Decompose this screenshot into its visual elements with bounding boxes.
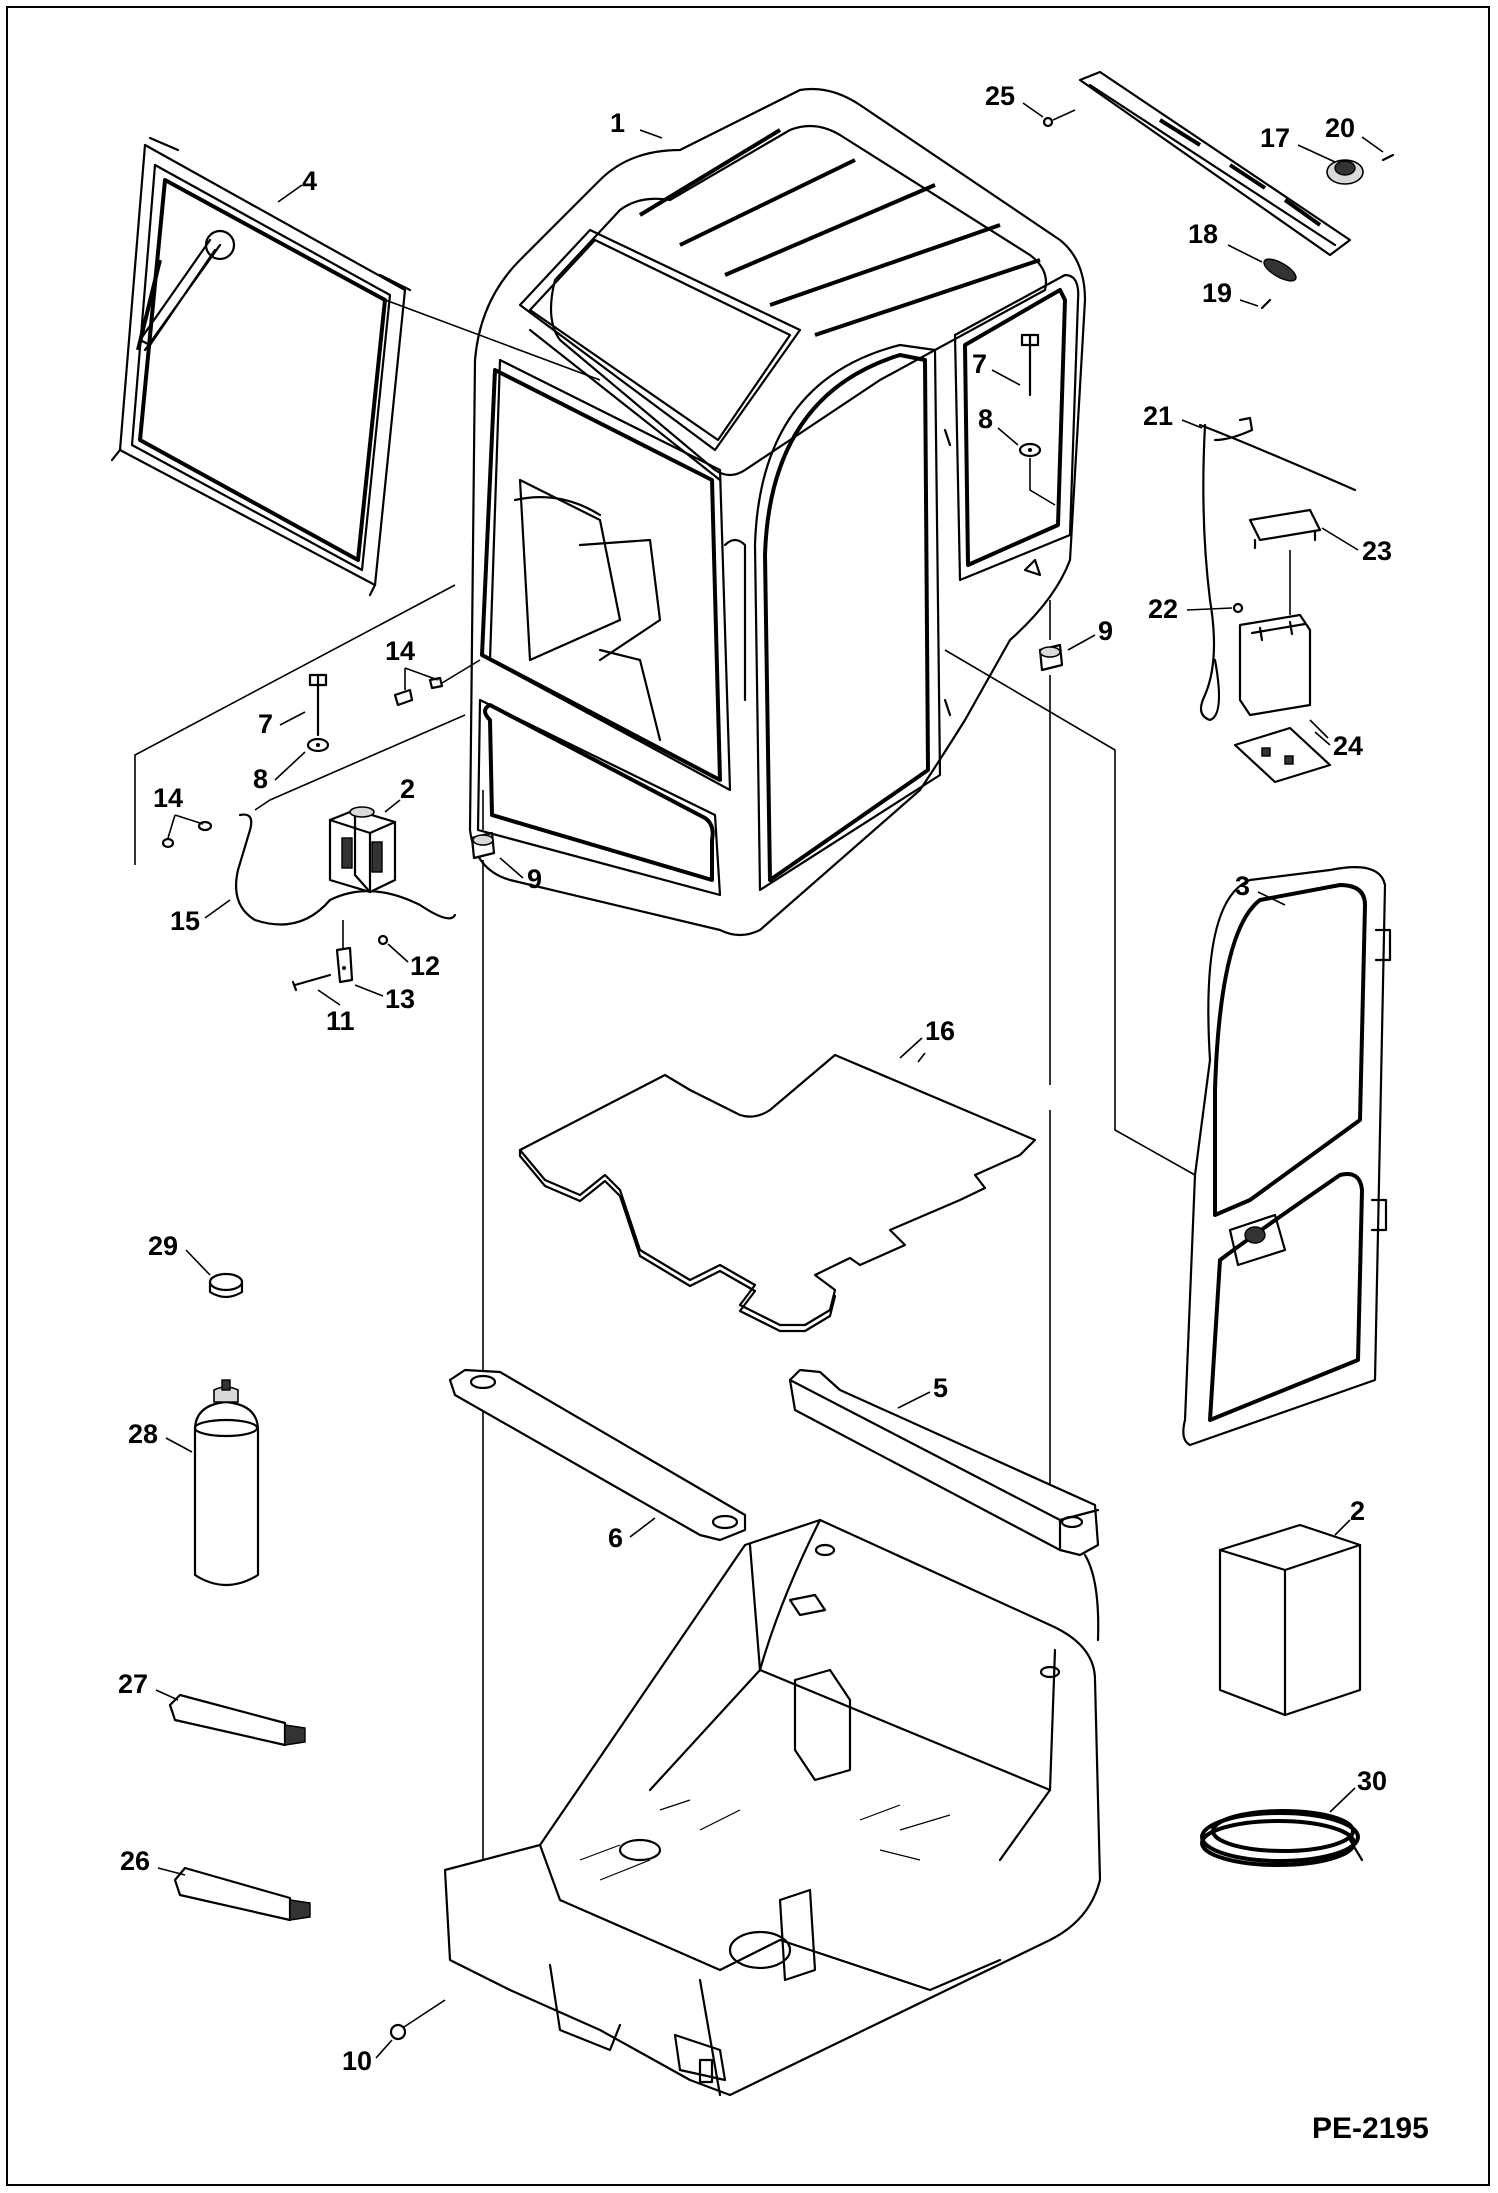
- right-mount-rail-part[interactable]: [788, 1368, 1100, 1557]
- callout-4: 4: [302, 166, 317, 196]
- callout-2: 2: [400, 774, 415, 804]
- washer-nozzle-lower-part[interactable]: [161, 820, 213, 849]
- callout-29: 29: [148, 1231, 178, 1261]
- cab-part[interactable]: [468, 87, 1087, 937]
- holder-cover-part[interactable]: [1248, 508, 1322, 550]
- left-washer-part[interactable]: [306, 737, 330, 753]
- adhesive-tube-lower-part[interactable]: [173, 1866, 311, 1922]
- left-mount-rail-part[interactable]: [448, 1368, 747, 1542]
- callout-24: 24: [1333, 731, 1363, 761]
- dome-light-part[interactable]: [1326, 159, 1364, 185]
- callout-9: 9: [1098, 616, 1113, 646]
- callout-14: 14: [153, 783, 183, 813]
- callout-12: 12: [410, 951, 440, 981]
- floor-mat-part[interactable]: [518, 1052, 1037, 1333]
- callout-27: 27: [118, 1669, 148, 1699]
- washer-reservoir-box-part[interactable]: [1218, 1523, 1362, 1717]
- cab-washer-part[interactable]: [1018, 442, 1056, 506]
- callout-28: 28: [128, 1419, 158, 1449]
- washer-nozzle-upper-part[interactable]: [393, 659, 481, 707]
- callout-labels: 1 2 2 3 4 5 6 7 7 8 8 9 9 10 11 12 13: [118, 81, 1392, 2076]
- upper-frame-structure: [443, 1518, 1102, 2097]
- cab-mount-right-part[interactable]: [1038, 643, 1064, 672]
- cab-bolt-part[interactable]: [1020, 333, 1040, 397]
- callout-23: 23: [1362, 536, 1392, 566]
- cab-mount-left-part[interactable]: [470, 831, 496, 860]
- washer-reservoir-part[interactable]: [328, 806, 397, 894]
- callout-15: 15: [170, 906, 200, 936]
- top-trim-bar-part[interactable]: [1078, 70, 1352, 257]
- reservoir-bracket-part[interactable]: [335, 920, 354, 984]
- callout-19: 19: [1202, 278, 1232, 308]
- callout-25: 25: [985, 81, 1015, 111]
- callout-16: 16: [925, 1016, 955, 1046]
- callout-26: 26: [120, 1846, 150, 1876]
- dome-light-screw-part[interactable]: [1381, 153, 1395, 162]
- callout-13: 13: [385, 984, 415, 1014]
- callout-7: 7: [258, 709, 273, 739]
- callout-30: 30: [1357, 1766, 1387, 1796]
- callout-7: 7: [972, 349, 987, 379]
- callout-5: 5: [933, 1373, 948, 1403]
- callout-21: 21: [1143, 401, 1173, 431]
- trim-screw-part[interactable]: [1042, 109, 1076, 128]
- bracket-screw-part[interactable]: [291, 973, 332, 992]
- holder-screw-part[interactable]: [1232, 602, 1244, 614]
- callout-3: 3: [1235, 871, 1250, 901]
- antenna-cable-part[interactable]: [1198, 416, 1357, 722]
- callout-9: 9: [527, 864, 542, 894]
- spray-can-part[interactable]: [193, 1379, 260, 1586]
- callout-2: 2: [1350, 1496, 1365, 1526]
- diagram-id: PE-2195: [1312, 2112, 1429, 2145]
- callout-17: 17: [1260, 123, 1290, 153]
- callout-8: 8: [253, 764, 268, 794]
- left-bolt-part[interactable]: [308, 673, 328, 737]
- callout-22: 22: [1148, 594, 1178, 624]
- seal-hose-part[interactable]: [1200, 1809, 1364, 1867]
- adhesive-tube-upper-part[interactable]: [168, 1693, 306, 1747]
- lens-screw-part[interactable]: [1260, 298, 1272, 310]
- callout-11: 11: [326, 1006, 355, 1036]
- light-lens-part[interactable]: [1261, 255, 1299, 285]
- callout-8: 8: [978, 404, 993, 434]
- callout-10: 10: [342, 2046, 372, 2076]
- cap-part[interactable]: [208, 1272, 244, 1299]
- callout-20: 20: [1325, 113, 1355, 143]
- holder-base-plate-part[interactable]: [1233, 719, 1332, 784]
- storage-holder-part[interactable]: [1238, 550, 1312, 717]
- callout-6: 6: [608, 1523, 623, 1553]
- callout-1: 1: [610, 108, 625, 138]
- callout-18: 18: [1188, 219, 1218, 249]
- callout-14: 14: [385, 636, 415, 666]
- washer-hose-part[interactable]: [234, 813, 457, 926]
- bracket-nut-part[interactable]: [377, 934, 389, 946]
- cab-door-part[interactable]: [1182, 866, 1392, 1447]
- front-window-part[interactable]: [110, 136, 412, 597]
- mount-nut-part[interactable]: [389, 1999, 446, 2041]
